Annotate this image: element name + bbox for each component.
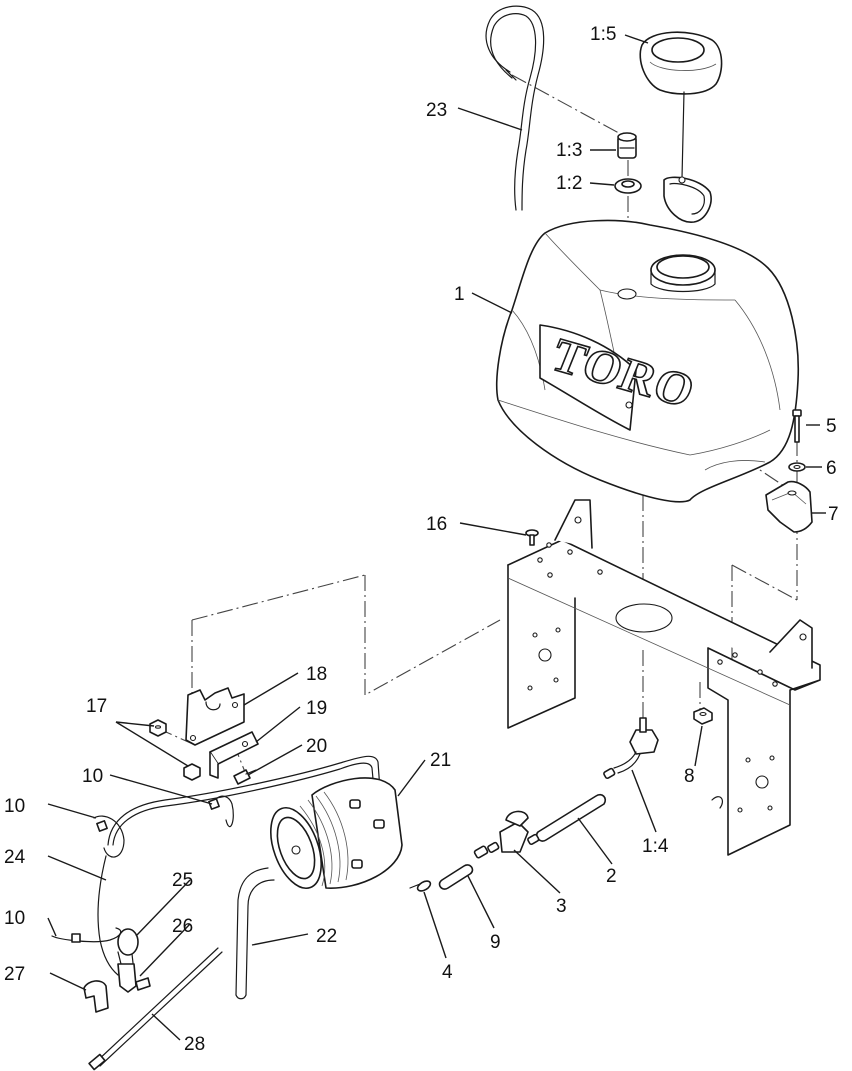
tee-fitting-part-26: [117, 963, 151, 993]
cable-tie-part-10-c: [51, 927, 122, 943]
vent-hose-part-23: [485, 5, 545, 211]
callout-23: 23: [426, 100, 447, 121]
screw-part-16: [525, 529, 539, 546]
vent-fitting-part-1-3: [617, 132, 637, 159]
callout-8: 8: [684, 766, 695, 787]
callout-7: 7: [828, 504, 839, 525]
callout-28: 28: [184, 1034, 205, 1055]
callout-1: 1: [454, 284, 465, 305]
callout-20: 20: [306, 736, 327, 757]
callout-1-2: 1:2: [556, 173, 582, 194]
callout-19: 19: [306, 698, 327, 719]
bracket-part-19: [209, 731, 259, 779]
callout-18: 18: [306, 664, 327, 685]
shutoff-valve-part-3: [487, 810, 529, 854]
callout-labels: 1:5 23 1:3 1:2 1 5 6 7 16 18 17 19 20 21…: [4, 24, 839, 1055]
callout-9: 9: [490, 932, 501, 953]
callout-21: 21: [430, 750, 451, 771]
rollover-valve-part-25: [117, 928, 139, 973]
callout-16: 16: [426, 514, 447, 535]
callout-1-4: 1:4: [642, 836, 669, 857]
cable-tie-part-10-a: [208, 795, 234, 828]
elbow-fitting-part-27: [83, 980, 109, 1013]
callout-27: 27: [4, 964, 25, 985]
washer-part-6: [788, 462, 806, 472]
callout-26: 26: [172, 916, 193, 937]
grommet-part-1-2: [614, 178, 642, 194]
vapor-hose-loop: [97, 755, 381, 976]
nut-part-17b: [183, 763, 201, 781]
callout-24: 24: [4, 847, 26, 868]
callout-10-b: 10: [4, 796, 25, 817]
callout-25: 25: [172, 870, 193, 891]
bracket-part-18: [185, 687, 245, 746]
callout-2: 2: [606, 866, 617, 887]
mounting-bracket-part-7: [765, 480, 813, 533]
callout-22: 22: [316, 926, 337, 947]
callout-5: 5: [826, 416, 837, 437]
callout-10-a: 10: [82, 766, 103, 787]
fuel-tank-part-1: TORO: [495, 219, 800, 503]
fuel-hose-part-9: [438, 845, 489, 890]
callout-6: 6: [826, 458, 837, 479]
vent-hose-part-22: [235, 867, 275, 1000]
cable-tie-part-28: [88, 947, 223, 1071]
nut-part-17: [149, 719, 167, 737]
tank-outlet-fitting-part-1-4: [613, 717, 659, 774]
fuel-hose-part-2: [527, 767, 616, 846]
callout-leader-lines: [47, 34, 826, 1041]
callout-10-c: 10: [4, 908, 25, 929]
callout-1-3: 1:3: [556, 140, 582, 161]
frame-mounting-plate: [507, 499, 821, 856]
charcoal-canister-part-21: [270, 777, 403, 889]
nut-part-8: [693, 707, 713, 725]
fuel-cap-part-1-5: [639, 31, 723, 223]
cable-tie-part-10-b: [93, 815, 125, 858]
callout-17: 17: [86, 696, 107, 717]
callout-1-5: 1:5: [590, 24, 616, 45]
screw-part-20: [233, 769, 257, 785]
bolt-part-5: [792, 409, 802, 443]
callout-4: 4: [442, 962, 453, 983]
hose-clamp-part-4: [409, 880, 432, 892]
callout-3: 3: [556, 896, 567, 917]
